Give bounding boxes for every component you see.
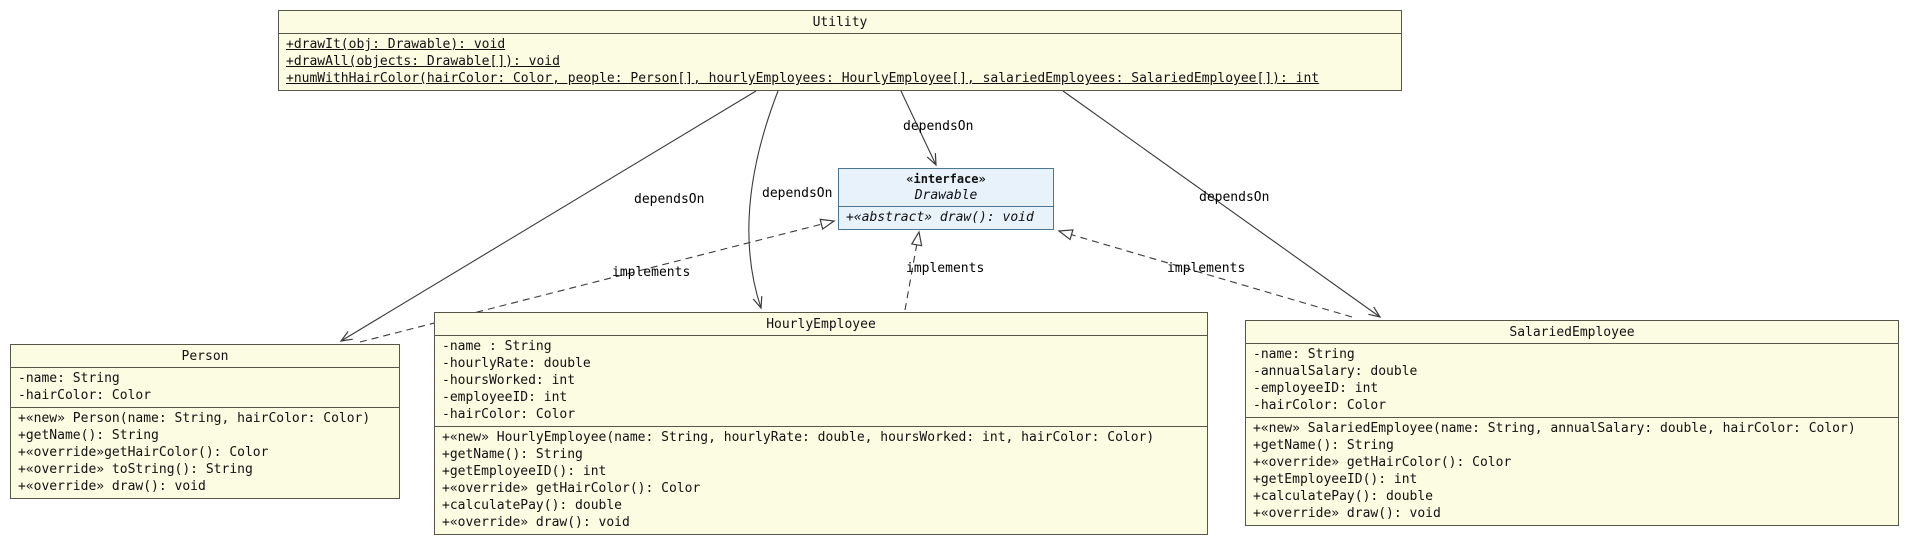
- class-title: SalariedEmployee: [1509, 325, 1635, 340]
- method: +drawAll(objects: Drawable[]): void: [286, 54, 560, 69]
- method: +«new» SalariedEmployee(name: String, an…: [1253, 421, 1856, 436]
- method: +drawIt(obj: Drawable): void: [286, 37, 506, 52]
- class-box-person: Person -name: String -hairColor: Color +…: [10, 344, 400, 499]
- class-title: Drawable: [914, 188, 978, 203]
- attribute: -hairColor: Color: [1253, 398, 1387, 413]
- attribute: -name : String: [442, 339, 552, 354]
- attributes-compartment: -name: String -hairColor: Color: [11, 367, 399, 407]
- edge-label-implements-person: implements: [612, 265, 691, 280]
- method: +«override» getHairColor(): Color: [442, 481, 701, 496]
- edge-label-dependson-drawable: dependsOn: [903, 119, 974, 134]
- method: +getName(): String: [1253, 438, 1394, 453]
- attribute: -name: String: [18, 371, 120, 386]
- method: +«override» draw(): void: [1253, 506, 1441, 521]
- method: +getName(): String: [18, 428, 159, 443]
- method: +«new» HourlyEmployee(name: String, hour…: [442, 430, 1155, 445]
- method: +«override» draw(): void: [18, 479, 206, 494]
- realization-arrow-hourlyemployee-drawable: [904, 230, 923, 311]
- edge-label-dependson-hourlyemployee: dependsOn: [762, 186, 833, 201]
- attribute: -hoursWorked: int: [442, 373, 576, 388]
- class-title: Person: [181, 349, 229, 364]
- dependency-arrow-utility-drawable: [900, 90, 937, 167]
- method: +getEmployeeID(): int: [1253, 472, 1418, 487]
- method: +calculatePay(): double: [1253, 489, 1434, 504]
- method: +«override» draw(): void: [442, 515, 630, 530]
- method: +calculatePay(): double: [442, 498, 623, 513]
- dependency-arrow-utility-hourlyemployee: [748, 90, 779, 310]
- attribute: -hourlyRate: double: [442, 356, 591, 371]
- methods-compartment: +«new» SalariedEmployee(name: String, an…: [1246, 417, 1898, 525]
- interface-box-drawable: «interface» Drawable +«abstract» draw():…: [838, 168, 1054, 230]
- edge-label-dependson-person: dependsOn: [634, 192, 705, 207]
- methods-compartment: +drawIt(obj: Drawable): void +drawAll(ob…: [279, 33, 1401, 90]
- method: +«override» toString(): String: [18, 462, 253, 477]
- realization-arrow-salariedemployee-drawable: [1057, 229, 1353, 318]
- method: +getEmployeeID(): int: [442, 464, 607, 479]
- method: +«override» getHairColor(): Color: [1253, 455, 1512, 470]
- attributes-compartment: -name : String -hourlyRate: double -hour…: [435, 335, 1207, 426]
- attribute: -name: String: [1253, 347, 1355, 362]
- dependency-arrow-utility-person: [339, 90, 757, 342]
- attribute: -annualSalary: double: [1253, 364, 1418, 379]
- method: +numWithHairColor(hairColor: Color, peop…: [286, 71, 1320, 86]
- attribute: -hairColor: Color: [442, 407, 576, 422]
- attribute: -employeeID: int: [1253, 381, 1379, 396]
- class-box-utility: Utility +drawIt(obj: Drawable): void +dr…: [278, 10, 1402, 91]
- class-title: HourlyEmployee: [766, 317, 876, 332]
- attribute: -employeeID: int: [442, 390, 568, 405]
- method: +«override»getHairColor(): Color: [18, 445, 269, 460]
- class-box-hourlyemployee: HourlyEmployee -name : String -hourlyRat…: [434, 312, 1208, 535]
- class-title: Utility: [812, 15, 868, 30]
- methods-compartment: +«abstract» draw(): void: [839, 206, 1053, 229]
- method: +«abstract» draw(): void: [846, 210, 1034, 225]
- edge-label-dependson-salariedemployee: dependsOn: [1199, 190, 1270, 205]
- methods-compartment: +«new» HourlyEmployee(name: String, hour…: [435, 426, 1207, 534]
- edge-label-implements-salariedemployee: implements: [1167, 261, 1246, 276]
- method: +getName(): String: [442, 447, 583, 462]
- attributes-compartment: -name: String -annualSalary: double -emp…: [1246, 343, 1898, 417]
- attribute: -hairColor: Color: [18, 388, 152, 403]
- realization-arrow-person-drawable: [359, 218, 836, 343]
- dependency-arrow-utility-salariedemployee: [1062, 90, 1382, 318]
- methods-compartment: +«new» Person(name: String, hairColor: C…: [11, 407, 399, 498]
- interface-stereotype: «interface»: [906, 172, 986, 186]
- edge-label-implements-hourlyemployee: implements: [906, 261, 985, 276]
- class-box-salariedemployee: SalariedEmployee -name: String -annualSa…: [1245, 320, 1899, 526]
- method: +«new» Person(name: String, hairColor: C…: [18, 411, 371, 426]
